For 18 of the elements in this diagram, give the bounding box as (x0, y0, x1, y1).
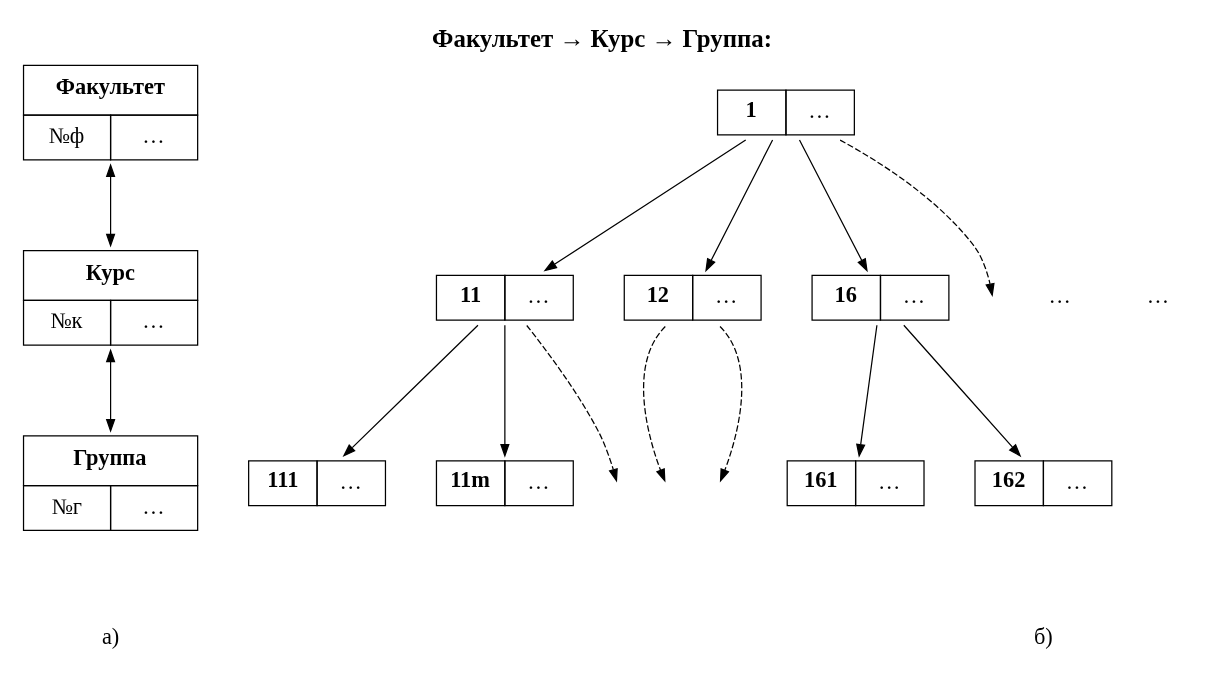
arrow (642, 325, 666, 483)
label: а) (101, 624, 120, 650)
arrow (903, 324, 1022, 458)
arrow (342, 324, 479, 458)
label: … (1146, 283, 1170, 309)
arrow (105, 348, 116, 433)
label: … (1048, 283, 1071, 309)
label: б) (1033, 624, 1053, 650)
arrow (705, 139, 774, 273)
arrow (526, 324, 618, 483)
arrow (500, 324, 510, 458)
arrow (105, 163, 116, 248)
arrow (719, 325, 743, 483)
arrow (798, 139, 868, 273)
arrow (856, 324, 878, 458)
diagram-title: Факультет → Курс → Группа: (432, 24, 773, 52)
arrow (543, 139, 747, 272)
arrow (839, 139, 995, 298)
